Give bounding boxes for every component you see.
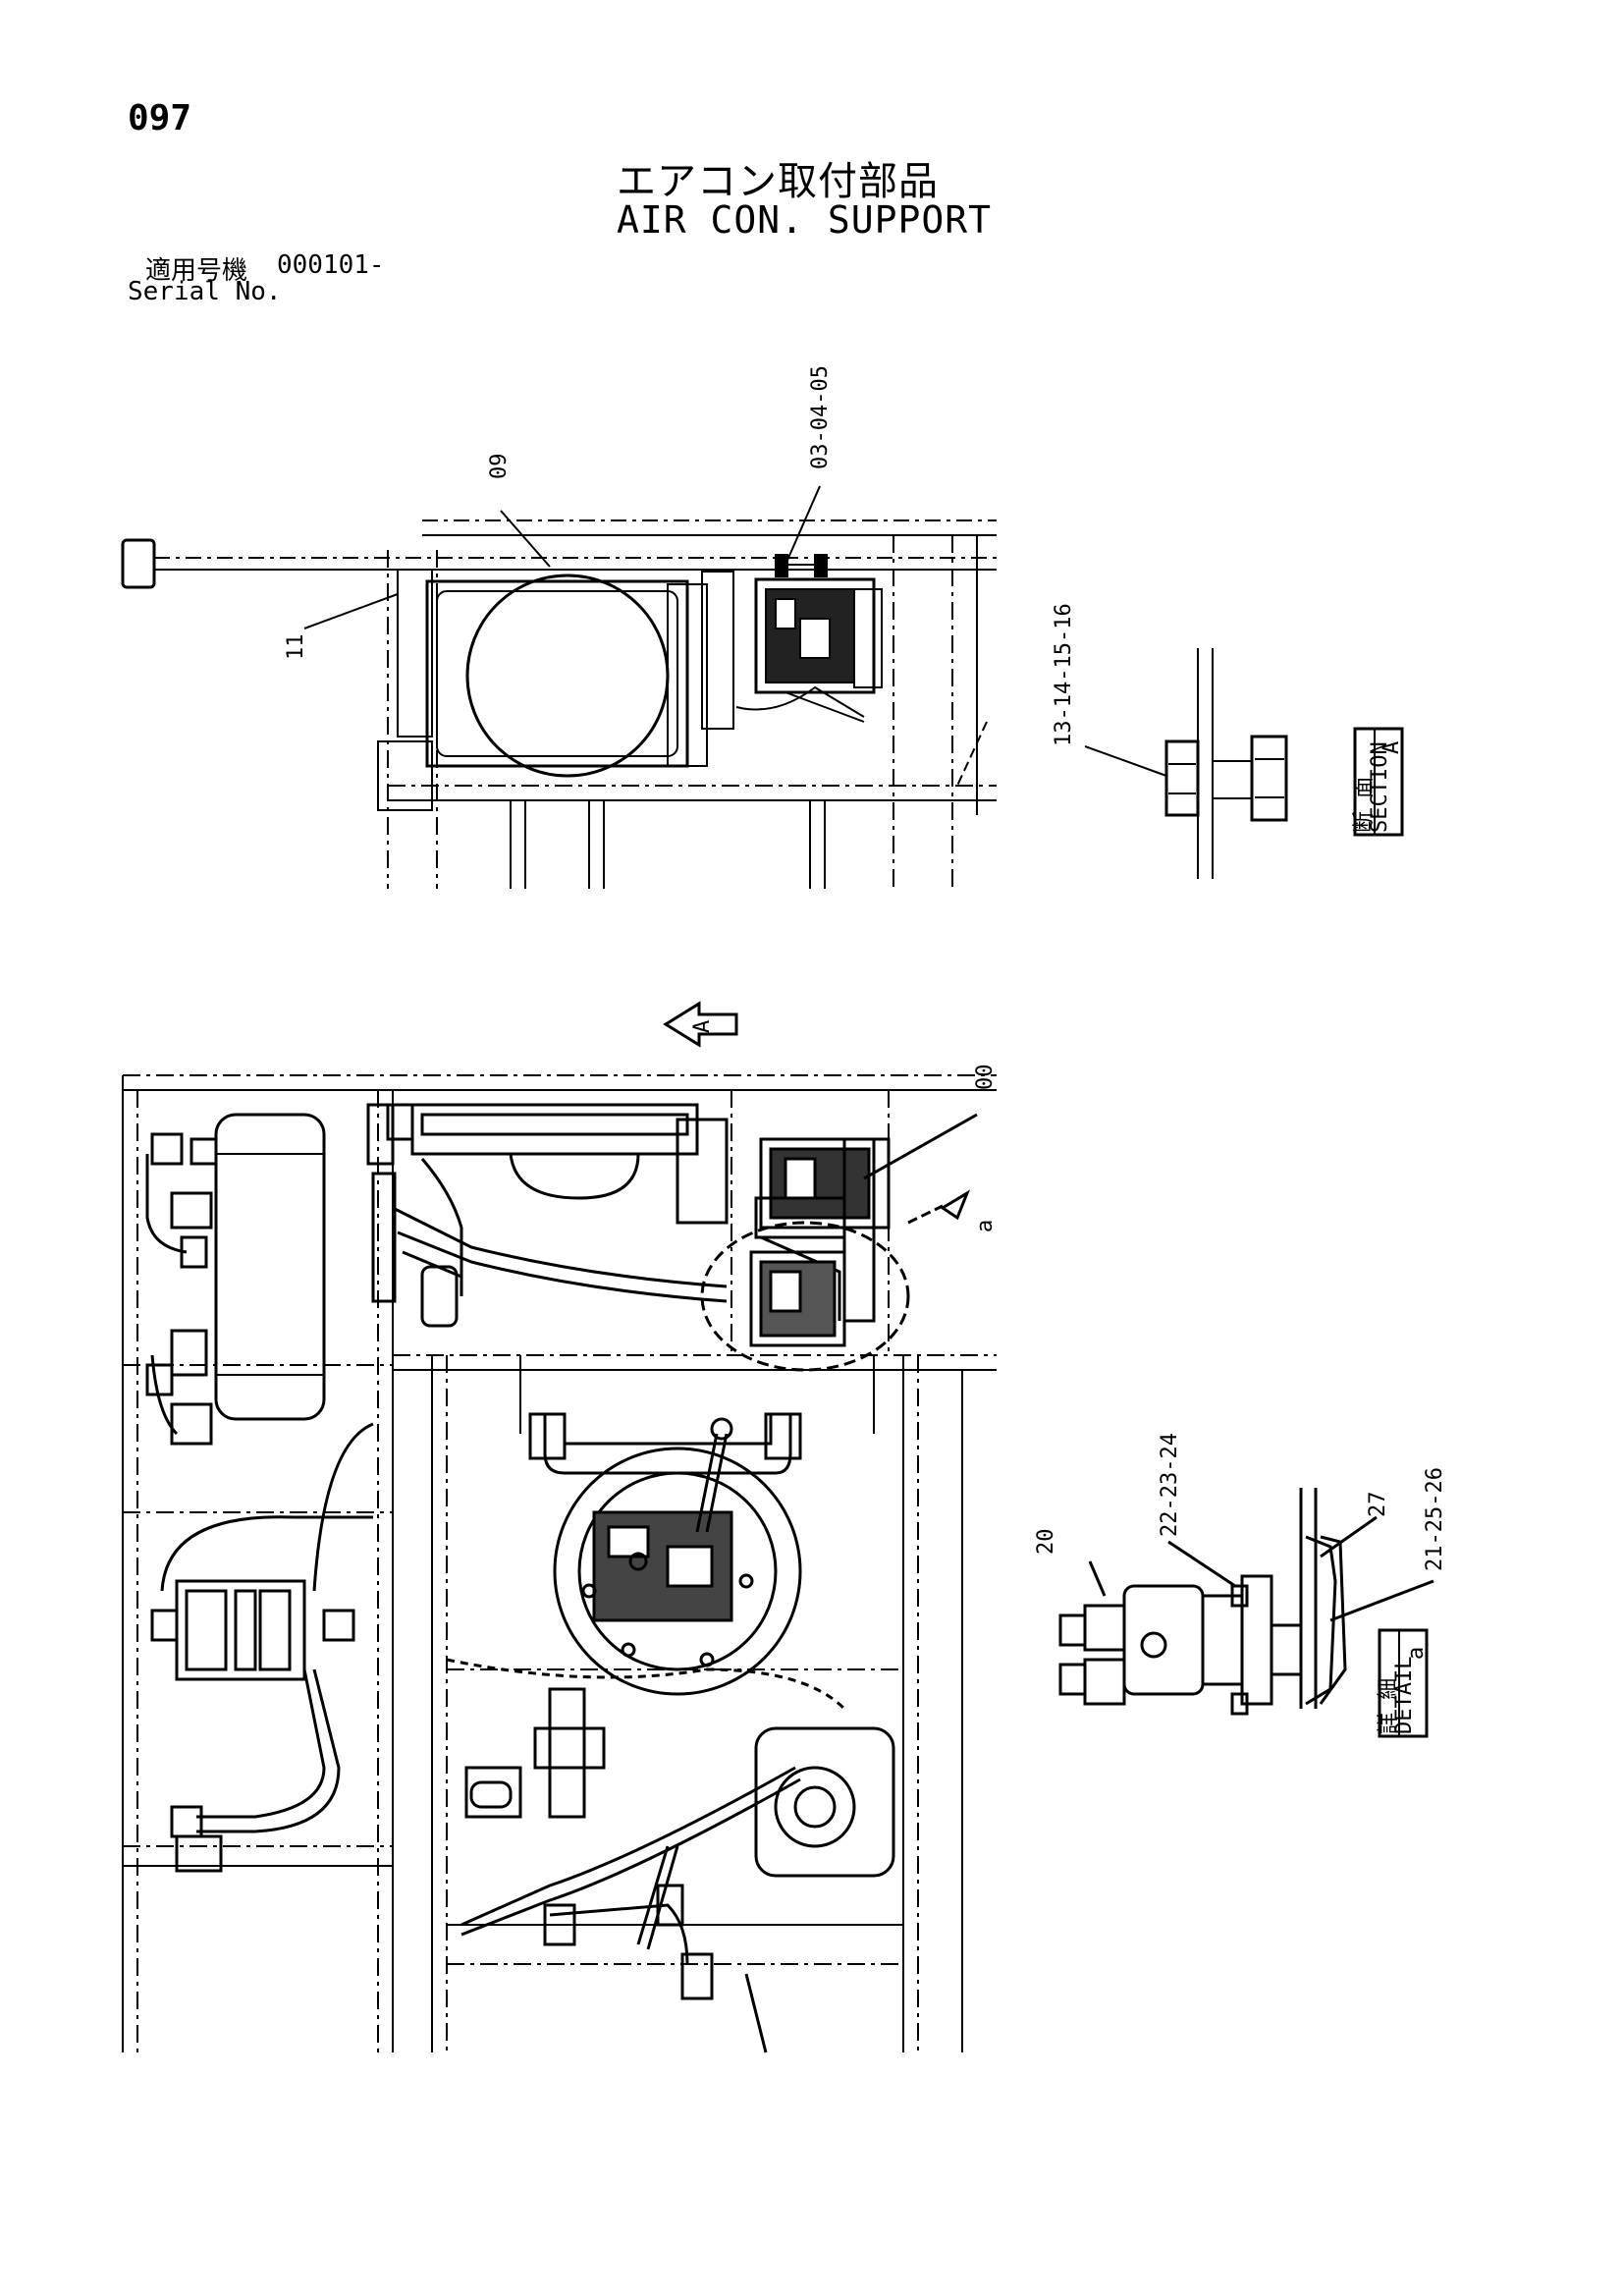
leader-21-25-26 bbox=[1329, 1579, 1434, 1622]
serial-value: 000101- bbox=[277, 250, 385, 280]
leader-11 bbox=[303, 593, 399, 629]
callout-11: 11 bbox=[284, 634, 308, 661]
detail-label-box: 詳 細 DETAIL a bbox=[1377, 1628, 1429, 1738]
receiver-tank bbox=[214, 1113, 326, 1421]
view-arrow-a: A bbox=[663, 1001, 738, 1048]
detail-label-en: DETAIL bbox=[1392, 1657, 1417, 1734]
valve-block bbox=[150, 1422, 374, 1873]
view-arrow-letter: A bbox=[690, 1020, 715, 1033]
section-label-letter: A bbox=[1380, 741, 1404, 754]
swing-motor bbox=[528, 1412, 802, 1696]
section-label-box: 断 面 SECTION A bbox=[1352, 727, 1404, 837]
callout-00: 00 bbox=[973, 1065, 998, 1091]
handle-grip bbox=[121, 538, 156, 589]
title-japanese: エアコン取付部品 bbox=[617, 159, 939, 204]
callout-13-14-15-16: 13-14-15-16 bbox=[1052, 603, 1076, 746]
callout-09: 09 bbox=[487, 454, 512, 480]
section-label-jp: 断 面 bbox=[1352, 777, 1377, 833]
callout-03-04-05: 03-04-05 bbox=[808, 365, 833, 469]
detail-label-letter: a bbox=[1404, 1647, 1429, 1660]
section-label-en: SECTION bbox=[1368, 741, 1392, 833]
callout-27: 27 bbox=[1366, 1492, 1390, 1518]
condenser-fan bbox=[465, 574, 670, 778]
detail-label-jp: 詳 細 bbox=[1377, 1678, 1401, 1734]
serial-label-japanese: 適用号機 bbox=[145, 256, 248, 286]
serial-label-english: Serial No. bbox=[128, 277, 282, 306]
cooler-assembly bbox=[366, 1103, 729, 1328]
page-number: 097 bbox=[128, 98, 192, 138]
compressor-lower bbox=[700, 1113, 978, 1372]
leader-27 bbox=[1320, 1515, 1378, 1558]
detail-a bbox=[1058, 1488, 1434, 1716]
leader-03-04-05 bbox=[784, 485, 821, 566]
leader-00 bbox=[863, 1113, 978, 1180]
title-english: AIR CON. SUPPORT bbox=[617, 198, 993, 242]
leader-13-14-15-16 bbox=[1084, 745, 1167, 777]
lower-plan-view bbox=[122, 1074, 997, 2053]
callout-a: a bbox=[973, 1220, 998, 1232]
compressor-top bbox=[735, 554, 883, 723]
top-view bbox=[121, 485, 997, 889]
section-a-bolt bbox=[1084, 648, 1288, 879]
leader-09 bbox=[500, 510, 551, 568]
callout-20: 20 bbox=[1034, 1529, 1058, 1556]
leader-22-23-24 bbox=[1167, 1540, 1236, 1588]
callout-21-25-26: 21-25-26 bbox=[1423, 1467, 1447, 1571]
leader-20 bbox=[1088, 1560, 1107, 1597]
callout-22-23-24: 22-23-24 bbox=[1158, 1433, 1182, 1537]
